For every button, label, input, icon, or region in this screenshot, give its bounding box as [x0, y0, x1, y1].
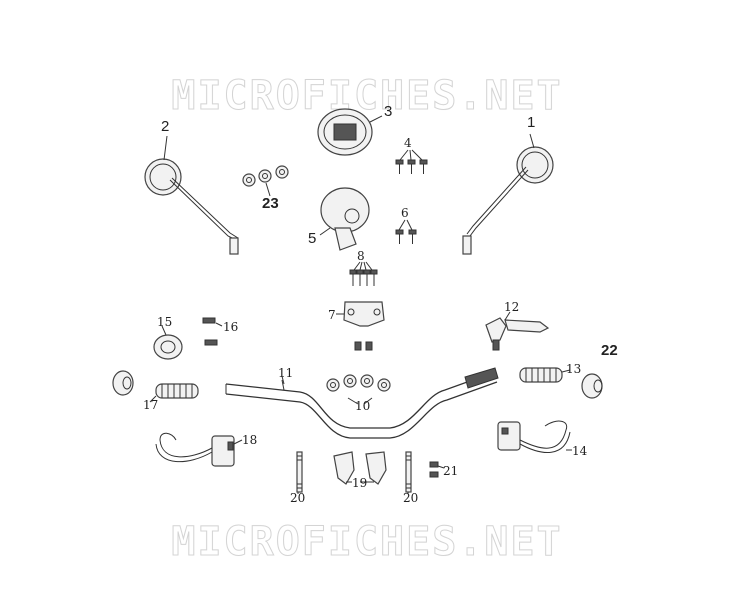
- callout-21: 21: [443, 464, 459, 478]
- callout-8: 8: [357, 249, 365, 263]
- callout-3: 3: [384, 103, 393, 120]
- handlebar: [225, 367, 499, 439]
- screws-4: [395, 149, 428, 174]
- grip-left: [149, 383, 199, 403]
- brake-lever: [485, 311, 550, 351]
- speedometer: [317, 108, 383, 156]
- watermark-bottom: MICROFICHES.NET: [171, 519, 563, 566]
- bar-end-left: [112, 370, 134, 396]
- callout-20-right: 20: [403, 491, 419, 505]
- callout-4: 4: [404, 136, 412, 150]
- callout-12: 12: [504, 300, 520, 314]
- nuts-23: [242, 165, 289, 197]
- washers-10: [326, 374, 391, 405]
- leader-lines: [163, 133, 535, 494]
- lower-clamps-19: [333, 451, 387, 485]
- throttle-housing: [153, 325, 183, 360]
- callout-6: 6: [401, 206, 409, 220]
- meter-bracket: [319, 187, 370, 251]
- grip-right: [519, 367, 571, 383]
- watermark-top: MICROFICHES.NET: [171, 73, 563, 120]
- callout-23: 23: [262, 195, 279, 212]
- callout-14: 14: [572, 444, 588, 458]
- callout-16: 16: [223, 320, 239, 334]
- callout-17: 17: [143, 398, 159, 412]
- callout-5: 5: [308, 230, 317, 247]
- mirror-right: [462, 146, 554, 255]
- switch-left: [155, 432, 243, 467]
- callout-18: 18: [242, 433, 258, 447]
- callout-13: 13: [566, 362, 582, 376]
- callout-11: 11: [278, 366, 294, 380]
- switch-right: [497, 420, 572, 453]
- bolts-8: [349, 261, 378, 286]
- callout-20-left: 20: [290, 491, 306, 505]
- mirror-left: [144, 158, 239, 255]
- callout-1: 1: [527, 114, 536, 131]
- callout-15: 15: [157, 315, 173, 329]
- callout-19: 19: [352, 476, 368, 490]
- handlebar-clamp: [336, 301, 385, 327]
- screws-16: [202, 317, 223, 346]
- callout-2: 2: [161, 118, 170, 135]
- callout-22: 22: [601, 342, 618, 359]
- callout-7: 7: [328, 308, 336, 322]
- clamp-bolts: [354, 341, 373, 351]
- screws-6: [395, 219, 417, 244]
- callout-10: 10: [355, 399, 371, 413]
- bar-end-right: [581, 373, 603, 399]
- nuts-21: [429, 461, 445, 478]
